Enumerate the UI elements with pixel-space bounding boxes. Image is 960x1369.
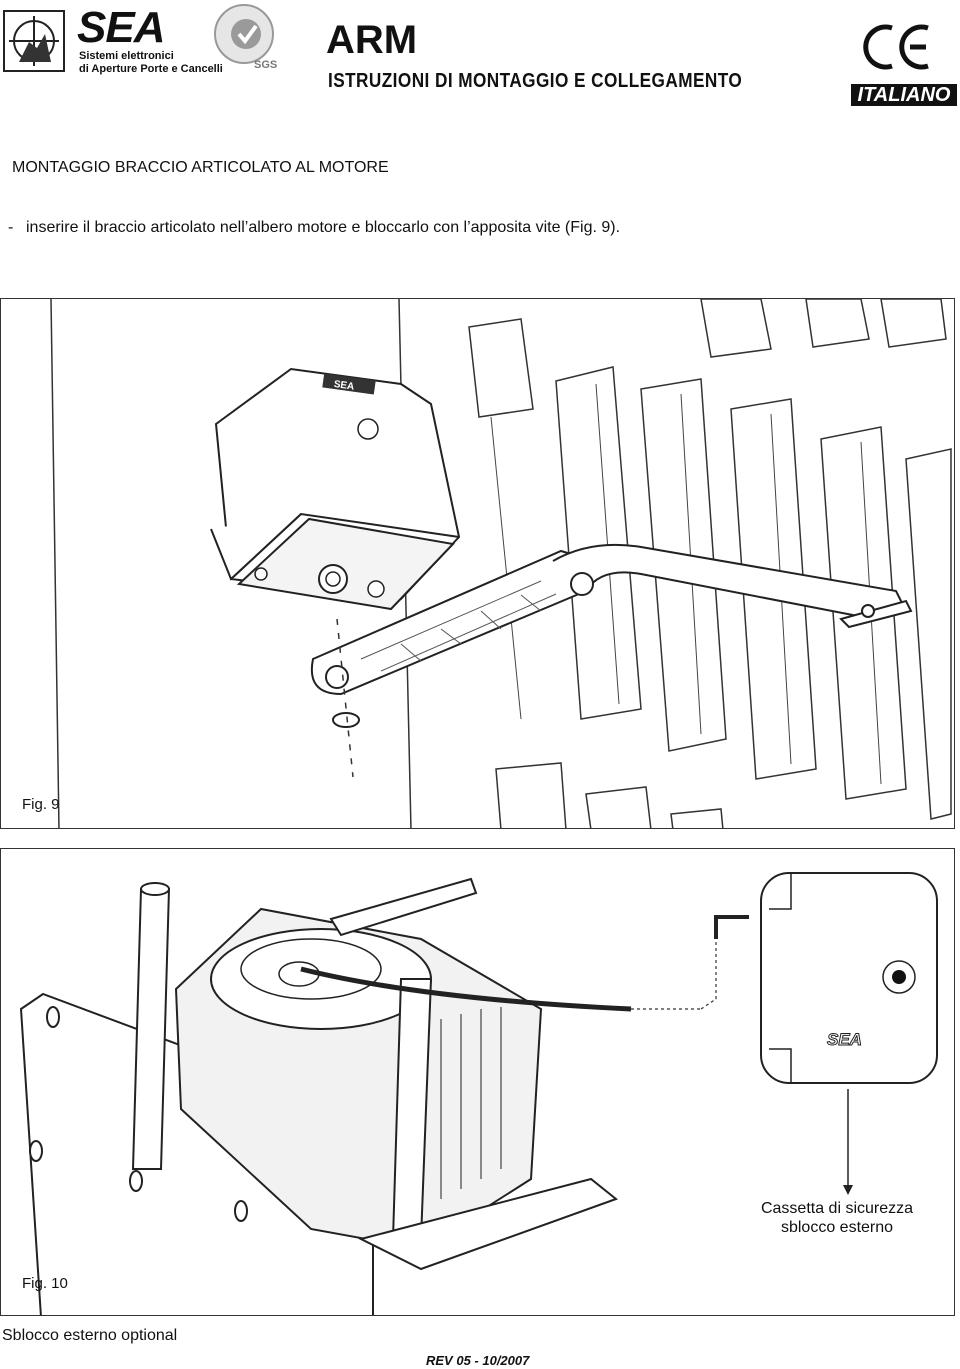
cert-label: SGS: [254, 59, 277, 71]
safety-box-caption-line-1: Cassetta di sicurezza: [760, 1200, 914, 1217]
figure-9-arm-assembly: SEA Fig. 9: [0, 298, 955, 829]
safety-box-caption: Cassetta di sicurezza sblocco esterno: [730, 1199, 944, 1237]
company-emblem-logo: [3, 10, 65, 72]
brand-tagline-2: di Aperture Porte e Cancelli: [79, 63, 223, 75]
brand-tagline-1: Sistemi elettronici: [79, 50, 174, 62]
ce-mark-logo: [862, 22, 932, 72]
language-badge: ITALIANO: [851, 84, 957, 106]
safety-box-brand: SEA: [827, 1030, 862, 1049]
brand-name: SEA: [77, 3, 165, 52]
footer-caption: Sblocco esterno optional: [2, 1327, 178, 1344]
figure-9-label: Fig. 9: [22, 796, 60, 813]
revision-label: REV 05 - 10/2007: [426, 1353, 530, 1368]
instruction-text: inserire il braccio articolato nell’albe…: [26, 219, 621, 236]
document-title: ARM: [326, 18, 418, 62]
safety-box-caption-line-2: sblocco esterno: [780, 1219, 894, 1236]
figure-10-external-release: SEA Fig. 10: [0, 848, 955, 1316]
document-subtitle: ISTRUZIONI DI MONTAGGIO E COLLEGAMENTO: [328, 70, 743, 92]
instruction-item: -inserire il braccio articolato nell’alb…: [8, 219, 620, 237]
figure-10-label: Fig. 10: [22, 1275, 68, 1292]
motor-brand: SEA: [333, 379, 355, 393]
bullet-dash: -: [8, 219, 14, 236]
sea-brand-logo: SEA Sistemi elettronici di Aperture Port…: [77, 3, 223, 76]
certification-seal-logo: SGS: [208, 2, 286, 72]
section-heading: MONTAGGIO BRACCIO ARTICOLATO AL MOTORE: [12, 159, 389, 176]
